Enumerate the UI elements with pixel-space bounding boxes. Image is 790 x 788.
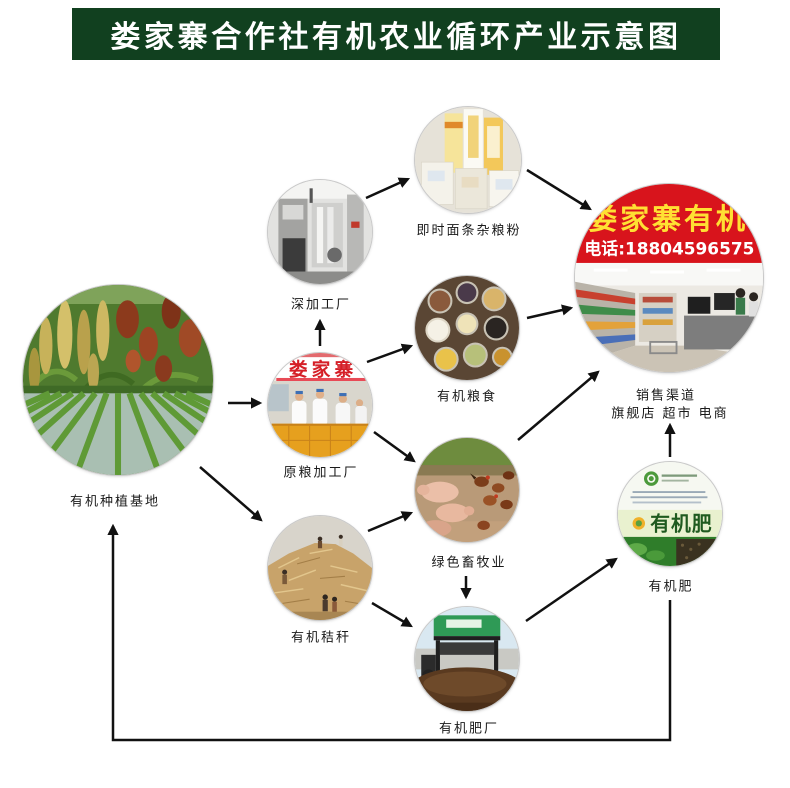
arrow-noodles-to-sales (526, 168, 592, 211)
arrow-straw-to-fertilizer-factory (371, 601, 413, 628)
planting-base-image (23, 285, 213, 475)
node-organic-straw-photo (268, 516, 372, 620)
sales-channels-label: 旗舰店 超市 电商 (611, 406, 729, 422)
node-fertilizer-factory-photo (415, 607, 519, 711)
sales-sign-name: 娄家寨有机 (588, 202, 748, 236)
arrow-deep-processing-to-noodles (365, 177, 411, 200)
fertilizer-factory-image (415, 607, 519, 711)
raw-grain-sign: 娄家寨 (289, 359, 358, 381)
node-deep-processing-photo (268, 180, 372, 284)
node-organic-grain-photo (415, 276, 519, 380)
sales-label: 销售渠道 (635, 388, 697, 404)
node-raw-grain-processing-photo: 娄家寨 (268, 353, 372, 457)
node-organic-fertilizer-photo: 有机肥 (618, 462, 722, 566)
arrow-raw-processing-to-grain (366, 343, 414, 364)
deep-processing-label: 深加工厂 (290, 297, 352, 313)
page-title: 娄家寨合作社有机农业循环产业示意图 (110, 20, 682, 55)
organic-grain-image (415, 276, 519, 380)
node-noodles-flour-photo (415, 107, 521, 213)
sales-image: 娄家寨有机 电话:18804596575 (575, 184, 763, 372)
raw-grain-processing-image: 娄家寨 (268, 353, 372, 457)
node-planting-base-photo (23, 285, 213, 475)
fertilizer-bag-text: 有机肥 (650, 513, 712, 536)
arrow-straw-to-livestock (367, 511, 414, 533)
node-sales-photo: 娄家寨有机 电话:18804596575 (575, 184, 763, 372)
livestock-image (415, 438, 519, 542)
organic-grain-label: 有机粮食 (436, 389, 498, 405)
node-livestock-photo (415, 438, 519, 542)
arrow-grain-to-sales (526, 304, 574, 320)
raw-grain-processing-label: 原粮加工厂 (283, 465, 359, 481)
organic-fertilizer-image: 有机肥 (618, 462, 722, 566)
arrow-fertilizer-loop-to-planting (107, 523, 672, 742)
planting-base-label: 有机种植基地 (69, 494, 161, 510)
title-banner: 娄家寨合作社有机农业循环产业示意图 (72, 8, 720, 60)
organic-straw-label: 有机秸秆 (290, 630, 352, 646)
arrow-livestock-to-sales (517, 370, 600, 441)
organic-fertilizer-label: 有机肥 (648, 579, 694, 595)
livestock-label: 绿色畜牧业 (431, 555, 507, 571)
noodles-flour-label: 即时面条杂粮粉 (416, 223, 522, 239)
fertilizer-factory-label: 有机肥厂 (438, 721, 500, 737)
sales-sign-phone: 电话:18804596575 (584, 239, 754, 259)
arrow-fertilizer-factory-to-fertilizer (525, 557, 618, 623)
noodles-flour-image (415, 107, 521, 213)
arrow-planting-to-straw (199, 466, 263, 522)
deep-processing-image (268, 180, 372, 284)
organic-straw-image (268, 516, 372, 620)
arrow-raw-processing-to-livestock (373, 430, 416, 463)
